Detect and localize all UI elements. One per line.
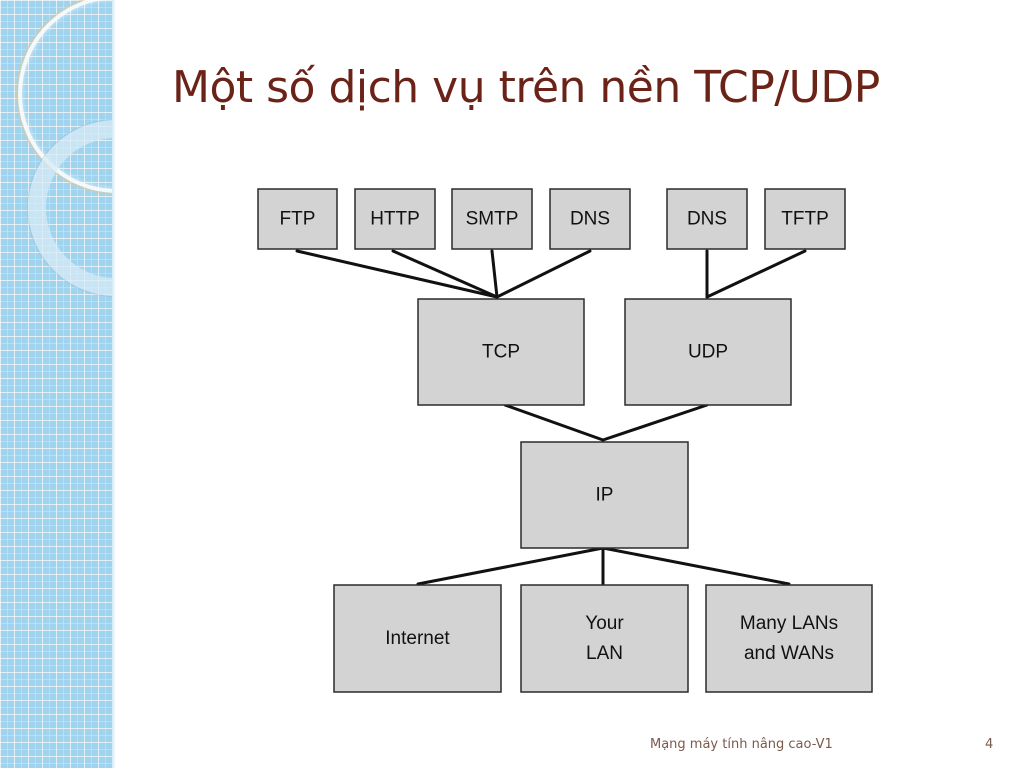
node-box [666,188,748,250]
decorative-sidebar [0,0,112,768]
edge-udp-to-ip [601,403,709,442]
node-box [520,584,689,693]
edge-tcp-to-ip [503,403,605,442]
edge-ip-to-many [601,546,791,586]
node-box [705,584,873,693]
node-box [354,188,436,250]
node-ip: IP [520,441,689,549]
node-many: Many LANs and WANs [705,584,873,693]
node-label: DNS [570,209,610,230]
node-box [520,441,689,549]
node-box [417,298,585,406]
node-box [257,188,338,250]
node-http: HTTP [354,188,436,250]
node-label: Internet [385,628,450,649]
node-label: LAN [586,643,623,664]
edge-http-to-tcp [391,249,499,299]
node-tcp: TCP [417,298,585,406]
node-label: SMTP [466,209,519,230]
diagram-edges [295,249,807,586]
slide-footer: Mạng máy tính nâng cao-V1 [650,737,833,752]
node-box [549,188,631,250]
node-label: TFTP [781,209,829,230]
edge-ftp-to-tcp [295,249,499,299]
node-label: Many LANs [740,613,838,634]
node-label: HTTP [370,209,420,230]
node-dns-tcp: DNS [549,188,631,250]
node-label: IP [596,485,614,506]
node-internet: Internet [333,584,502,693]
node-label: DNS [687,209,727,230]
node-label: UDP [688,342,728,363]
node-label: FTP [280,209,316,230]
edge-ip-to-internet [416,546,605,586]
slide-title: Một số dịch vụ trên nền TCP/UDP [172,62,880,113]
edge-smtp-to-tcp [490,249,499,299]
node-box [451,188,533,250]
node-dns-udp: DNS [666,188,748,250]
node-smtp: SMTP [451,188,533,250]
node-label: and WANs [744,643,834,664]
edge-tftp-to-udp [705,249,807,299]
node-ftp: FTP [257,188,338,250]
node-label: Your [585,613,624,634]
node-label: TCP [482,342,520,363]
node-box [333,584,502,693]
node-box [624,298,792,406]
node-tftp: TFTP [764,188,846,250]
node-box [764,188,846,250]
edge-dns-tcp-to-tcp [495,249,592,299]
sidebar-edge [112,0,116,768]
page-number: 4 [985,737,994,752]
node-udp: UDP [624,298,792,406]
